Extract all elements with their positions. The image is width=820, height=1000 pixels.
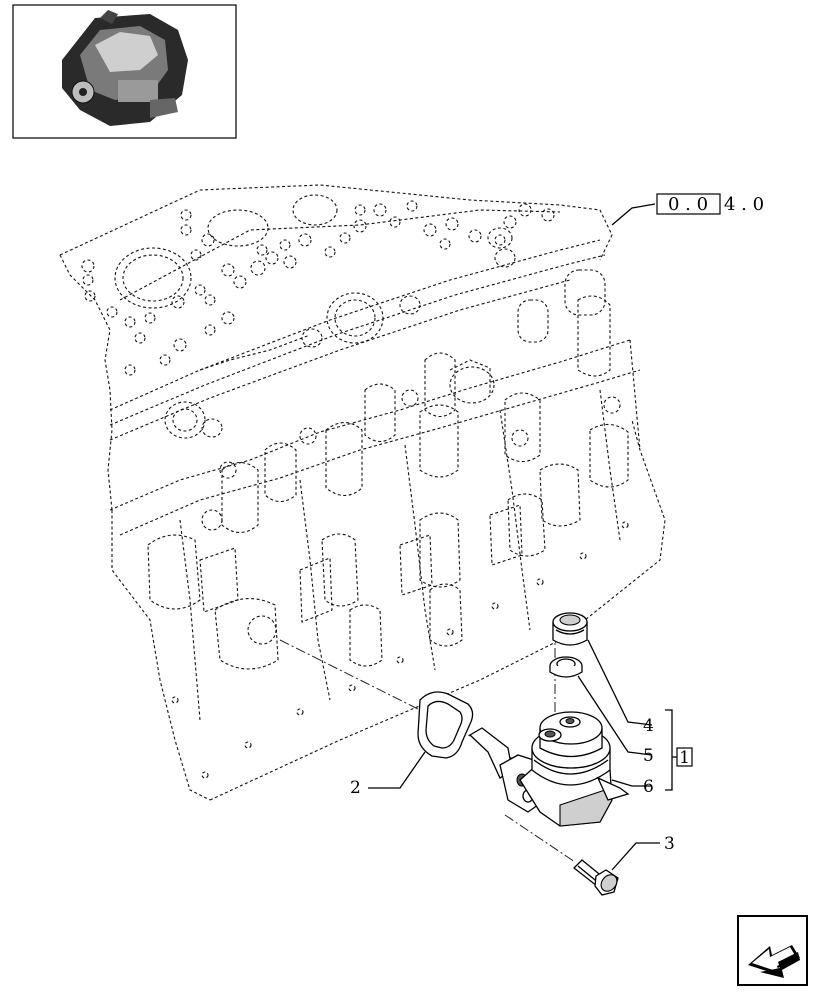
group-kit-label: 1 [676, 747, 693, 768]
callout-washer: 5 [643, 746, 654, 766]
callout-pump: 6 [643, 777, 654, 797]
engine-thumbnail-icon [62, 10, 188, 126]
section-reference[interactable]: 0 . 0 4 . 0 [656, 193, 764, 215]
leader-lines [368, 203, 678, 871]
section-reference-boxed: 0 . 0 [668, 194, 708, 215]
section-reference-rest: 4 . 0 [724, 194, 764, 215]
engine-block-phantom [59, 184, 666, 801]
next-page-button[interactable] [737, 915, 808, 986]
sealing-washer-part[interactable] [549, 656, 583, 678]
group-kit-number: 1 [679, 748, 690, 768]
callout-gasket: 2 [350, 778, 361, 798]
union-fitting-part[interactable] [552, 612, 588, 646]
assembly-axis-bolt [504, 814, 576, 863]
callout-bolt: 3 [664, 834, 675, 854]
gasket-part[interactable] [417, 691, 474, 759]
callout-union: 4 [643, 716, 654, 736]
fuel-feed-pump-part[interactable] [468, 711, 630, 827]
engine-thumbnail[interactable] [12, 4, 237, 139]
bolt-part[interactable] [573, 859, 620, 896]
next-page-arrow-icon [748, 945, 800, 978]
